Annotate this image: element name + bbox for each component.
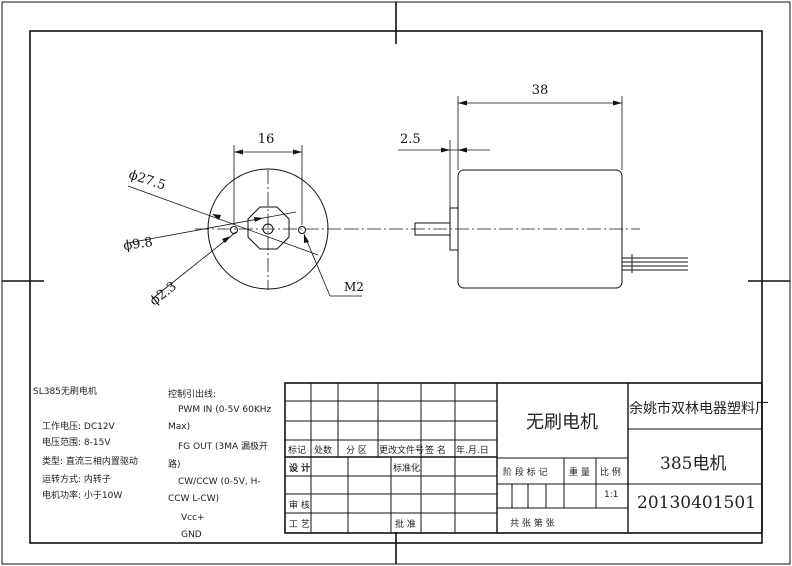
lead-pwm-line1: PWM IN (0-5V 60KHz bbox=[178, 405, 272, 415]
dim-thread-label: M2 bbox=[344, 280, 364, 294]
lead-pwm-line2: Max) bbox=[168, 422, 191, 432]
tb-stage: 阶 段 标 记 bbox=[503, 468, 548, 478]
arrow-dim38-right bbox=[613, 100, 622, 106]
leader-thread bbox=[303, 233, 331, 297]
title-block-grid bbox=[284, 382, 763, 534]
tb-header-count: 处数 bbox=[314, 446, 333, 456]
dim-16-label: 16 bbox=[258, 132, 275, 147]
tb-review: 审 核 bbox=[289, 501, 310, 511]
lead-gnd: GND bbox=[181, 530, 202, 540]
spec-power: 电机功率: 小于10W bbox=[42, 491, 123, 501]
tb-design: 设 计 bbox=[289, 464, 311, 474]
arrow-outer-dia bbox=[212, 214, 221, 220]
tb-sheets: 共 张 第 张 bbox=[510, 519, 555, 529]
lead-fg-line2: 路) bbox=[168, 460, 181, 470]
lead-cw-line1: CW/CCW (0-5V, H- bbox=[178, 477, 261, 487]
arrow-dim38-left bbox=[458, 100, 467, 106]
dim-2-5-label: 2.5 bbox=[400, 132, 421, 147]
tb-weight: 重 量 bbox=[569, 468, 590, 478]
lead-fg-line1: FG OUT (3MA 漏极开 bbox=[178, 442, 269, 452]
bearing-octagon bbox=[247, 206, 290, 250]
tb-header-doc: 更改文件号 bbox=[379, 446, 425, 456]
tb-ratio: 比 例 bbox=[600, 468, 621, 478]
tb-header-sign: 签 名 bbox=[425, 446, 446, 456]
leader-shaft-dia bbox=[127, 211, 297, 244]
tb-header-zone: 分 区 bbox=[346, 446, 367, 456]
arrow-shaft-dia bbox=[254, 217, 263, 222]
tb-drawing-number: 20130401501 bbox=[637, 493, 756, 513]
spec-model: SL385无刷电机 bbox=[33, 387, 97, 397]
tb-part: 385电机 bbox=[660, 454, 727, 474]
tb-header-date: 年.月.日 bbox=[456, 446, 489, 456]
lead-cw-line2: CCW L-CW) bbox=[168, 494, 220, 504]
spec-range: 电压范围: 8-15V bbox=[42, 438, 111, 448]
spec-type: 类型: 直流三相内置驱动 bbox=[42, 457, 138, 467]
spec-rotation: 运转方式: 内转子 bbox=[42, 475, 111, 485]
lead-vcc: Vcc+ bbox=[181, 513, 205, 523]
dim-outer-dia-label: ϕ27.5 bbox=[127, 168, 168, 194]
tb-company: 余姚市双林电器塑料厂 bbox=[629, 401, 769, 417]
arrow-dim16-left bbox=[234, 149, 243, 155]
arrow-dim16-right bbox=[293, 149, 302, 155]
mount-hole-right bbox=[298, 226, 306, 234]
leader-outer-dia bbox=[127, 185, 319, 256]
spec-voltage: 工作电压: DC12V bbox=[42, 422, 115, 432]
tb-product-name: 无刷电机 bbox=[526, 412, 598, 433]
arrow-dim25-right bbox=[458, 147, 467, 153]
tb-header-mark: 标记 bbox=[288, 446, 307, 456]
leads-title: 控制引出线: bbox=[168, 390, 217, 400]
leader-hole-dia bbox=[151, 231, 237, 300]
dim-hole-dia-label: ϕ2.3 bbox=[147, 279, 180, 309]
mount-hole-left bbox=[230, 226, 238, 234]
tb-scale: 1:1 bbox=[604, 490, 619, 500]
arrow-dim25-left bbox=[441, 147, 450, 153]
arrow-thread bbox=[304, 234, 309, 243]
tb-process: 工 艺 bbox=[289, 520, 310, 530]
tb-standard: 标准化 bbox=[393, 464, 421, 474]
dim-38-label: 38 bbox=[532, 83, 549, 98]
dim-shaft-dia-label: ϕ9.8 bbox=[122, 235, 153, 254]
arrow-hole-dia bbox=[222, 236, 231, 243]
tb-approve: 批 准 bbox=[395, 520, 416, 530]
